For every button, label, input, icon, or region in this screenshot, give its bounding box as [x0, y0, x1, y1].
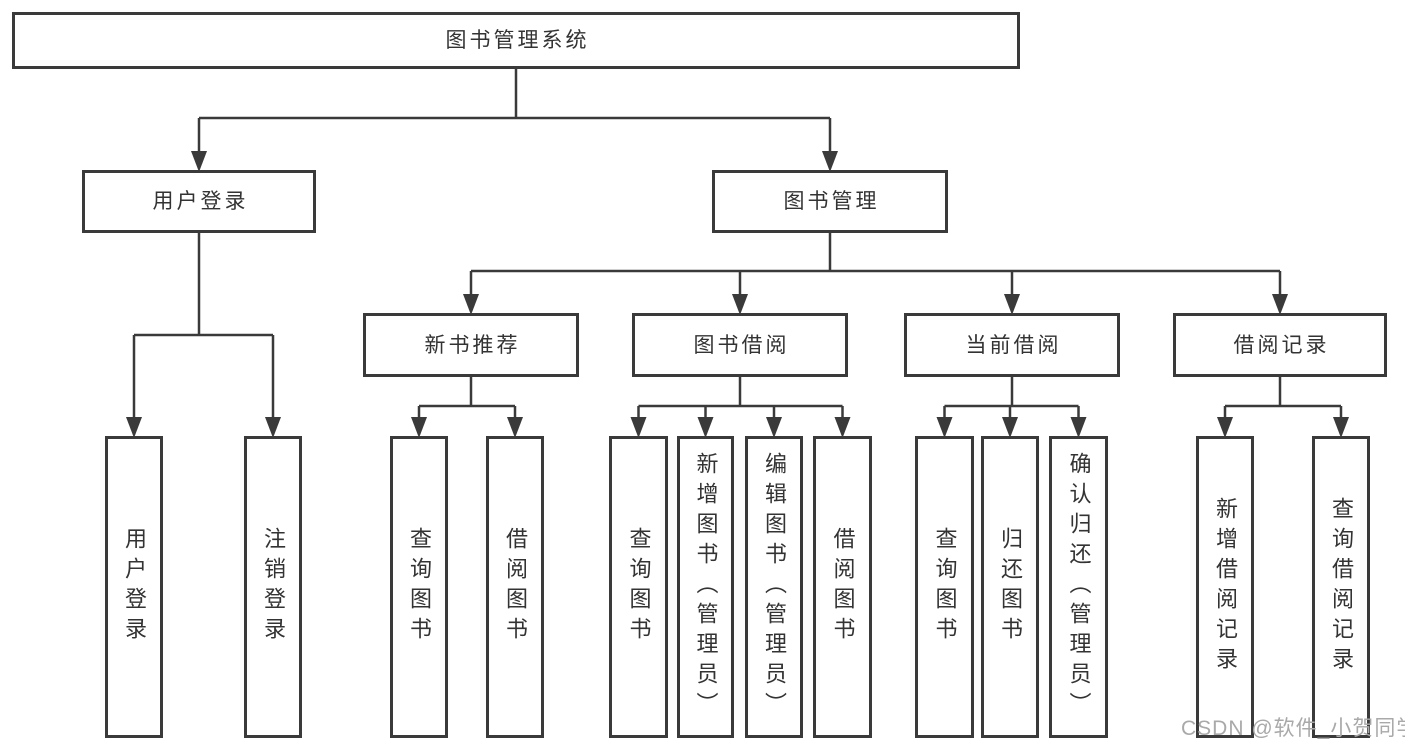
node-label: 借阅图书 — [830, 527, 856, 647]
csdn-watermark: CSDN @软件_小贺同学 — [1181, 717, 1405, 740]
node-leaf-logout: 注销登录 — [244, 436, 302, 738]
arrowhead-icon — [411, 417, 427, 438]
arrowhead-icon — [126, 417, 142, 438]
node-leaf-bb-add-book: 新增图书（管理员） — [677, 436, 734, 738]
arrowhead-icon — [463, 294, 479, 315]
node-label: 图书借阅 — [693, 333, 790, 357]
arrowhead-icon — [936, 417, 953, 438]
node-label: 查询借阅记录 — [1329, 497, 1354, 677]
node-user-login: 用户登录 — [82, 170, 316, 233]
node-leaf-cb-return-book: 归还图书 — [981, 436, 1039, 738]
arrowhead-icon — [834, 417, 851, 438]
arrowhead-icon — [1002, 417, 1018, 438]
node-label: 用户登录 — [152, 190, 249, 213]
arrowhead-icon — [507, 417, 523, 438]
node-label: 编辑图书（管理员） — [762, 452, 787, 722]
arrowhead-icon — [1070, 417, 1087, 438]
node-leaf-br-add-record: 新增借阅记录 — [1196, 436, 1254, 738]
node-leaf-bb-borrow-book: 借阅图书 — [813, 436, 872, 738]
node-label: 图书管理系统 — [445, 29, 590, 52]
node-book-borrow: 图书借阅 — [632, 313, 848, 377]
node-label: 新增图书（管理员） — [693, 452, 719, 722]
node-book-management: 图书管理 — [712, 170, 948, 233]
node-leaf-nb-borrow-book: 借阅图书 — [486, 436, 544, 738]
node-leaf-cb-confirm-return: 确认归还（管理员） — [1049, 436, 1108, 738]
node-label: 用户登录 — [122, 527, 147, 647]
node-label: 查询图书 — [932, 527, 958, 647]
node-label: 查询图书 — [626, 527, 652, 647]
arrowhead-icon — [265, 417, 281, 438]
arrowhead-icon — [822, 151, 838, 172]
node-label: 当前借阅 — [965, 333, 1062, 357]
node-label: 注销登录 — [261, 527, 286, 647]
node-leaf-bb-query-book: 查询图书 — [609, 436, 668, 738]
arrowhead-icon — [1333, 417, 1349, 438]
node-label: 借阅图书 — [503, 527, 528, 647]
arrowhead-icon — [191, 151, 207, 172]
node-new-book-recommend: 新书推荐 — [363, 313, 579, 377]
node-label: 借阅记录 — [1233, 333, 1330, 357]
node-leaf-cb-query-book: 查询图书 — [915, 436, 974, 738]
node-current-borrow: 当前借阅 — [904, 313, 1120, 377]
node-label: 归还图书 — [998, 527, 1023, 647]
node-borrow-records: 借阅记录 — [1173, 313, 1387, 377]
node-root: 图书管理系统 — [12, 12, 1020, 69]
node-label: 确认归还（管理员） — [1066, 452, 1092, 722]
node-label: 新增借阅记录 — [1213, 497, 1238, 677]
arrowhead-icon — [766, 417, 782, 438]
arrowhead-icon — [697, 417, 714, 438]
node-leaf-nb-query-book: 查询图书 — [390, 436, 448, 738]
arrowhead-icon — [1272, 294, 1288, 315]
node-label: 图书管理 — [783, 190, 880, 213]
arrowhead-icon — [1004, 294, 1020, 315]
node-label: 新书推荐 — [424, 333, 521, 357]
node-leaf-bb-edit-book: 编辑图书（管理员） — [745, 436, 803, 738]
arrowhead-icon — [630, 417, 647, 438]
node-leaf-user-login: 用户登录 — [105, 436, 163, 738]
node-leaf-br-query-record: 查询借阅记录 — [1312, 436, 1370, 738]
arrowhead-icon — [732, 294, 748, 315]
arrowhead-icon — [1217, 417, 1233, 438]
node-label: 查询图书 — [407, 527, 432, 647]
